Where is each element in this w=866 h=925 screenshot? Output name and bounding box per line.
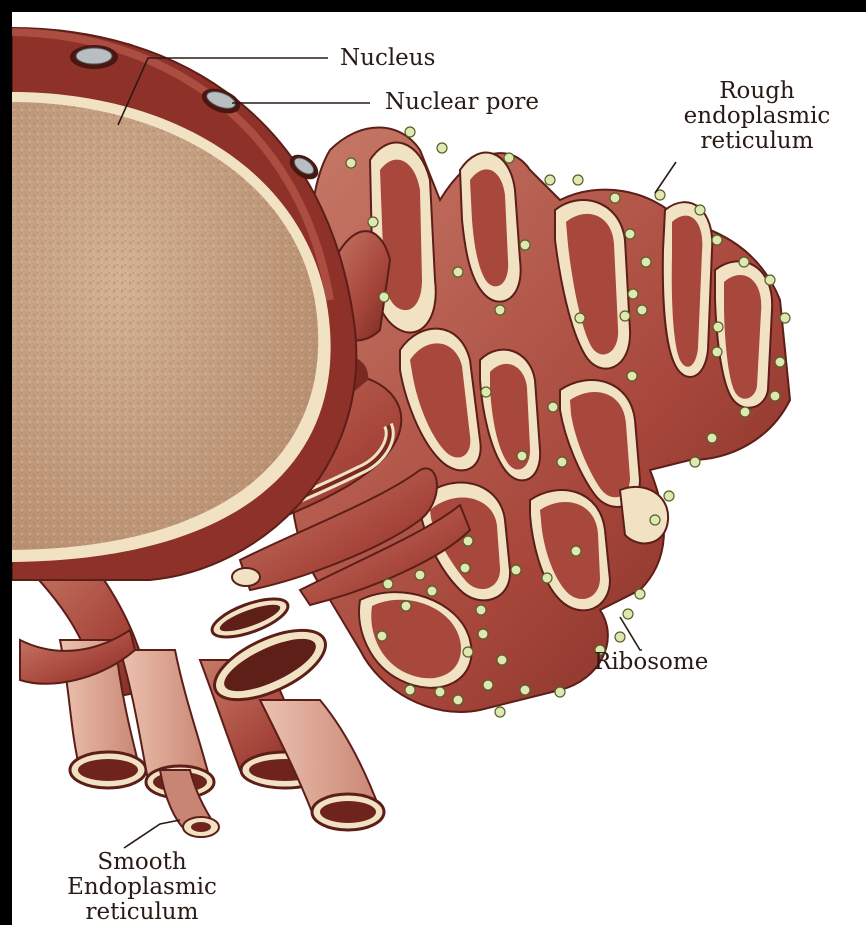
label-nucleus: Nucleus — [340, 46, 435, 71]
label-smooth-er-line3: reticulum — [12, 900, 272, 925]
label-ribosome: Ribosome — [594, 650, 708, 675]
nucleus — [12, 28, 356, 580]
label-rough-er-line2: endoplasmic — [648, 104, 866, 129]
label-smooth-er-line2: Endoplasmic — [12, 875, 272, 900]
smooth-er-tubes — [20, 560, 384, 837]
label-smooth-er: Smooth Endoplasmic reticulum — [12, 850, 272, 925]
label-rough-er-line1: Rough — [648, 79, 866, 104]
label-rough-er-line3: reticulum — [648, 129, 866, 154]
label-rough-er: Rough endoplasmic reticulum — [648, 79, 866, 154]
figure-panel: Nucleus Nuclear pore Rough endoplasmic r… — [12, 12, 866, 925]
label-smooth-er-line1: Smooth — [12, 850, 272, 875]
label-nuclear-pore: Nuclear pore — [385, 90, 539, 115]
